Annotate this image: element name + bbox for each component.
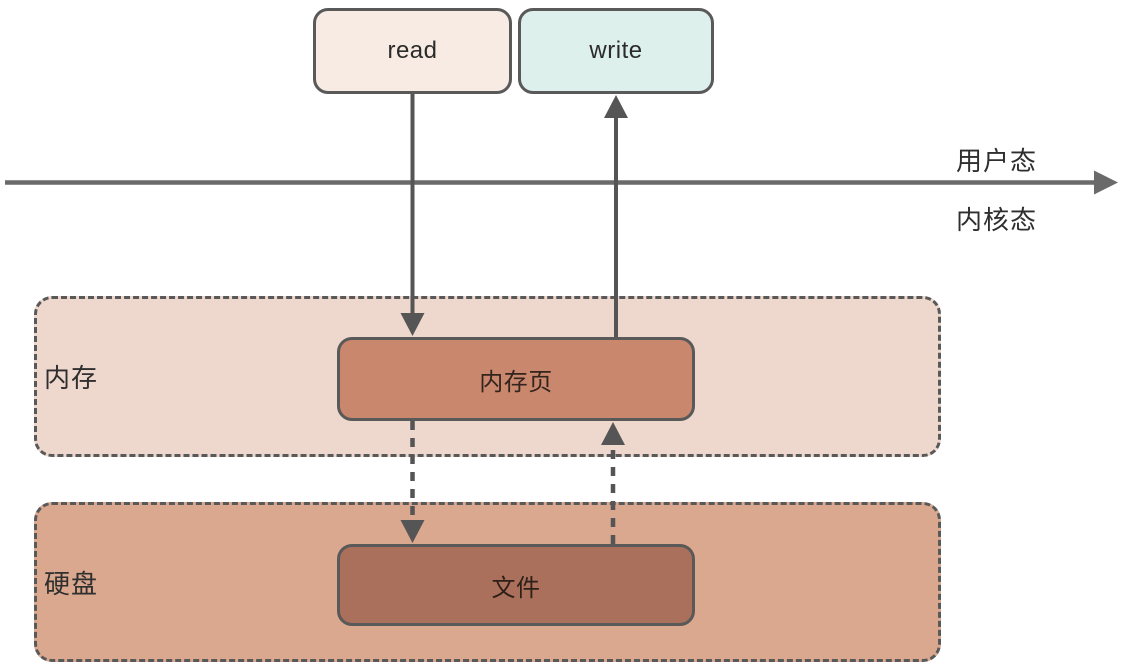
user-mode-label: 用户态 bbox=[956, 146, 1038, 176]
memory-container: 内存 bbox=[34, 296, 941, 457]
node-file: 文件 bbox=[337, 544, 695, 626]
memory-container-label: 内存 bbox=[44, 363, 99, 393]
arrowhead-up-icon bbox=[604, 95, 628, 118]
kernel-mode-label: 内核态 bbox=[956, 205, 1038, 235]
node-read: read bbox=[313, 8, 512, 94]
mode-boundary-arrowhead bbox=[1094, 170, 1118, 195]
disk-container-label: 硬盘 bbox=[44, 568, 99, 599]
node-write: write bbox=[518, 8, 714, 94]
mode-boundary-line bbox=[5, 170, 1118, 195]
node-memory-page: 内存页 bbox=[337, 337, 695, 421]
